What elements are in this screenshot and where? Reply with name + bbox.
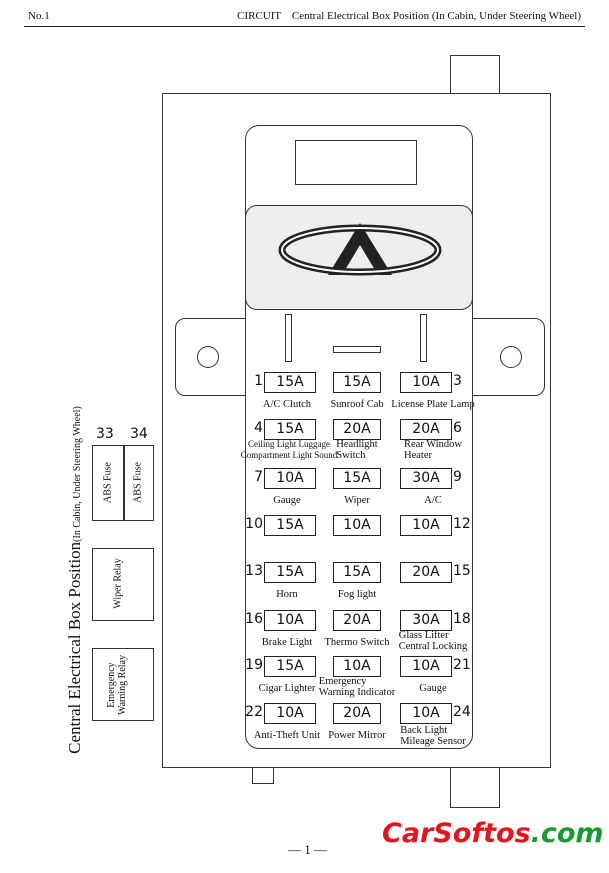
fuse-label: Gauge <box>273 495 301 506</box>
fuse-18: 30A <box>400 610 452 631</box>
fuse-label: A/C <box>424 495 442 506</box>
chery-logo-icon <box>278 223 442 276</box>
fuse-23: 20A <box>333 703 381 724</box>
fuse-16: 10A <box>264 610 316 631</box>
page-number: — 1 — <box>288 842 327 857</box>
fuse-20: 10A <box>333 656 381 677</box>
fuse-number: 21 <box>453 657 471 673</box>
fuse-number: 15 <box>453 563 471 579</box>
fuse-8: 15A <box>333 468 381 489</box>
abs-fuse-33-label: ABS Fuse <box>102 462 114 503</box>
fuse-number: 13 <box>245 563 263 579</box>
fuse-2: 15A <box>333 372 381 393</box>
divider <box>123 445 125 521</box>
fuse-number: 10 <box>245 516 263 532</box>
fuse-34-number: 34 <box>130 426 148 442</box>
fuse-number: 12 <box>453 516 471 532</box>
fuse-label: Power Mirror <box>328 730 386 741</box>
bottom-connector <box>450 766 500 808</box>
fuse-14: 15A <box>333 562 381 583</box>
fuse-7: 10A <box>264 468 316 489</box>
relay-pin-right <box>420 314 427 362</box>
fuse-number: 24 <box>453 704 471 720</box>
header-left: No.1 <box>28 10 50 22</box>
relay-pin-left <box>285 314 292 362</box>
fuse-9: 30A <box>400 468 452 489</box>
fuse-19: 15A <box>264 656 316 677</box>
header-right: CIRCUIT Central Electrical Box Position … <box>237 10 581 22</box>
watermark-domain: .com <box>530 818 604 849</box>
fuse-24: 10A <box>400 703 452 724</box>
fuse-6: 20A <box>400 419 452 440</box>
fuse-label: A/C Clutch <box>262 399 312 410</box>
left-mount-hole <box>197 346 219 368</box>
fuse-label: Anti-Theft Unit <box>253 730 321 741</box>
side-title: Central Electrical Box Position(In Cabin… <box>65 380 85 780</box>
fuse-13: 15A <box>264 562 316 583</box>
fuse-33-number: 33 <box>96 426 114 442</box>
fuse-12: 10A <box>400 515 452 536</box>
fuse-number: 7 <box>254 469 263 485</box>
fuse-10: 15A <box>264 515 316 536</box>
emergency-relay-label: Emergency Warning Relay <box>106 655 128 716</box>
fuse-5: 20A <box>333 419 381 440</box>
fuse-15: 20A <box>400 562 452 583</box>
wiper-relay <box>92 548 154 621</box>
fuse-number: 22 <box>245 704 263 720</box>
fuse-number: 3 <box>453 373 462 389</box>
panel-slot <box>295 140 417 185</box>
bottom-tab <box>252 766 274 784</box>
header-rule <box>24 26 585 27</box>
fuse-label: Cigar Lighter <box>258 683 316 694</box>
fuse-label: Thermo Switch <box>324 637 390 648</box>
fuse-number: 16 <box>245 611 263 627</box>
fuse-number: 1 <box>254 373 263 389</box>
fuse-label: Brake Light <box>261 637 313 648</box>
fuse-label: Gauge <box>419 683 447 694</box>
wiper-relay-label: Wiper Relay <box>112 558 124 609</box>
fuse-number: 4 <box>254 420 263 436</box>
fuse-number: 9 <box>453 469 462 485</box>
fuse-4: 15A <box>264 419 316 440</box>
watermark-logo: CarSoftos.com <box>382 818 604 849</box>
relay-pin-center <box>333 346 381 353</box>
fuse-label: Fog light <box>337 589 377 600</box>
fuse-1: 15A <box>264 372 316 393</box>
fuse-17: 20A <box>333 610 381 631</box>
fuse-3: 10A <box>400 372 452 393</box>
fuse-22: 10A <box>264 703 316 724</box>
fuse-label: Wiper <box>344 495 370 506</box>
emergency-warning-relay <box>92 648 154 721</box>
abs-fuse-34-label: ABS Fuse <box>132 462 144 503</box>
fuse-label: License Plate Lamp <box>391 399 475 410</box>
fuse-number: 6 <box>453 420 462 436</box>
side-title-sub: (In Cabin, Under Steering Wheel) <box>72 406 83 542</box>
fuse-21: 10A <box>400 656 452 677</box>
fuse-label: Horn <box>276 589 298 600</box>
fuse-label: Sunroof Cab <box>330 399 384 410</box>
fuse-number: 19 <box>245 657 263 673</box>
fuse-11: 10A <box>333 515 381 536</box>
watermark-text: CarSoftos <box>382 818 531 849</box>
right-mount-hole <box>500 346 522 368</box>
top-connector <box>450 55 500 95</box>
fuse-number: 18 <box>453 611 471 627</box>
side-title-main: Central Electrical Box Position <box>65 541 84 754</box>
